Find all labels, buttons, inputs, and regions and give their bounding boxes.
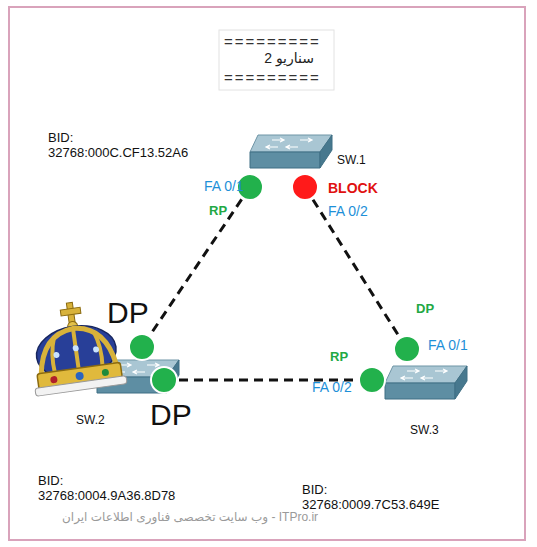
port-name: FA 0/1	[428, 337, 468, 353]
port-role: DP	[150, 398, 192, 433]
port-state: BLOCK	[328, 180, 378, 196]
port-blocking	[292, 174, 318, 200]
bridge-id: BID: 32768:000C.CF13.52A6	[48, 131, 203, 161]
network-link	[305, 187, 407, 349]
switch-icon	[385, 366, 467, 399]
port-role: DP	[416, 302, 434, 317]
network-link	[142, 187, 250, 347]
bridge-id: BID: 32768:0009.7C53.649E	[302, 483, 457, 513]
scenario-title: سناریو 2	[226, 50, 314, 66]
divider-line: =========	[224, 33, 321, 50]
port-forwarding	[151, 367, 177, 393]
port-forwarding	[129, 334, 155, 360]
port-forwarding	[359, 367, 385, 393]
watermark: وب سایت تخصصی فناوری اطلاعات ایران - ITP…	[62, 511, 318, 525]
frame	[9, 7, 525, 540]
port-role: DP	[107, 296, 149, 331]
port-name: FA 0/2	[328, 203, 368, 219]
bridge-id: BID: 32768:0004.9A36.8D78	[38, 474, 193, 504]
port-forwarding	[394, 336, 420, 362]
title-frame	[219, 30, 334, 90]
switch-name: SW.1	[337, 153, 366, 167]
port-name: FA 0/2	[312, 379, 352, 395]
switch-name: SW.2	[76, 413, 105, 427]
port-role: RP	[209, 204, 227, 219]
switch-name: SW.3	[410, 423, 439, 437]
divider-line: =========	[224, 69, 321, 86]
port-name: FA 0/1	[204, 178, 244, 194]
switch-icon	[250, 135, 332, 168]
port-role: RP	[330, 350, 348, 365]
